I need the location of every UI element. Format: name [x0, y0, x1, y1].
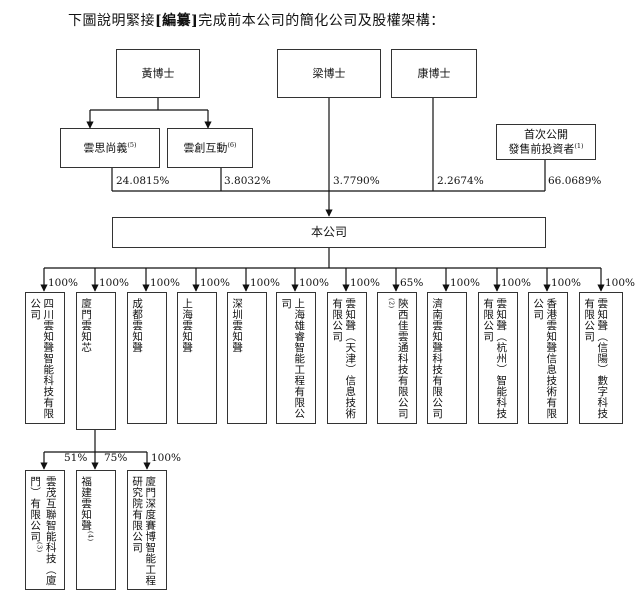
- sub-subsidiary-2-name: 廈門深度賽博智能工程研究院有限公司: [131, 476, 157, 586]
- shareholder-yunsi-name: 雲思尚義: [83, 141, 128, 155]
- shareholder-liang-name: 梁博士: [312, 66, 346, 80]
- subsidiary-box-7: 陝西佳雲通科技有限公司(2): [377, 292, 417, 424]
- sub-subsidiary-1-name: 福建雲知聲: [80, 476, 93, 531]
- company-box: 本公司: [112, 217, 546, 248]
- subsidiary-2-name: 成都雲知聲: [131, 298, 144, 353]
- sub-subsidiary-0-name: 雲茂互聯智能科技（廈門）有限公司: [29, 476, 57, 586]
- shareholder-yunsi-note: (5): [127, 140, 137, 149]
- sub-subsidiary-0-note: (3): [35, 542, 44, 553]
- subsidiary-5-name: 上海雄睿智能工程有限公司: [280, 298, 306, 419]
- shareholder-ipo-box: 首次公開 發售前投資者(1): [496, 124, 596, 160]
- shareholder-huang-box: 黃博士: [116, 49, 200, 98]
- heading-prefix: 下圖說明緊接: [68, 13, 155, 29]
- stake-kang: 2.2674%: [437, 175, 484, 187]
- subsidiary-3-pct: 100%: [200, 277, 231, 289]
- page-heading: 下圖說明緊接[編纂]完成前本公司的簡化公司及股權架構：: [68, 10, 445, 30]
- subsidiary-box-11: 雲知聲（信陽）數字科技有限公司: [579, 292, 623, 424]
- subsidiary-7-name: 陝西佳雲通科技有限公司: [396, 298, 409, 419]
- stake-liang: 3.7790%: [333, 175, 380, 187]
- subsidiary-box-2: 成都雲知聲: [127, 292, 167, 424]
- subsidiary-11-name: 雲知聲（信陽）數字科技有限公司: [583, 298, 609, 419]
- subsidiary-10-name: 香港雲知聲信息技術有限公司: [532, 298, 558, 419]
- sub-subsidiary-box-2: 廈門深度賽博智能工程研究院有限公司: [127, 470, 167, 590]
- subsidiary-10-pct: 100%: [551, 277, 582, 289]
- shareholder-ipo-note: (1): [574, 141, 584, 150]
- subsidiary-1-name: 廈門雲知芯: [80, 298, 93, 353]
- stake-yunsi: 24.0815%: [116, 175, 170, 187]
- shareholder-kang-name: 康博士: [417, 66, 451, 80]
- subsidiary-box-6: 雲知聲（天津）信息技術有限公司: [327, 292, 367, 424]
- stake-ipo: 66.0689%: [548, 175, 602, 187]
- sub-subsidiary-2-pct: 100%: [151, 452, 182, 464]
- subsidiary-6-name: 雲知聲（天津）信息技術有限公司: [331, 298, 357, 419]
- subsidiary-4-pct: 100%: [250, 277, 281, 289]
- sub-subsidiary-0-pct: 51%: [64, 452, 88, 464]
- subsidiary-8-pct: 100%: [450, 277, 481, 289]
- subsidiary-box-1: 廈門雲知芯: [76, 292, 116, 430]
- subsidiary-1-pct: 100%: [99, 277, 130, 289]
- shareholder-yunchuang-name: 雲創互動: [183, 141, 228, 155]
- shareholder-yunchuang-note: (6): [227, 140, 237, 149]
- sub-subsidiary-1-note: (4): [86, 531, 95, 542]
- subsidiary-box-9: 雲知聲（杭州）智能科技有限公司: [478, 292, 518, 424]
- subsidiary-box-4: 深圳雲知聲: [227, 292, 267, 424]
- subsidiary-0-name: 四川雲知聲智能科技有限公司: [29, 298, 55, 419]
- stake-yunchuang: 3.8032%: [224, 175, 271, 187]
- sub-subsidiary-box-0: 雲茂互聯智能科技（廈門）有限公司(3): [25, 470, 65, 590]
- heading-suffix: 完成前本公司的簡化公司及股權架構：: [198, 13, 445, 29]
- subsidiary-box-10: 香港雲知聲信息技術有限公司: [528, 292, 568, 424]
- subsidiary-7-note: (2): [387, 298, 396, 309]
- shareholder-yunchuang-box: 雲創互動(6): [167, 128, 253, 168]
- shareholder-kang-box: 康博士: [391, 49, 477, 98]
- subsidiary-11-pct: 100%: [605, 277, 636, 289]
- shareholder-liang-box: 梁博士: [277, 49, 381, 98]
- subsidiary-box-8: 濟南雲知聲科技有限公司: [427, 292, 467, 424]
- subsidiary-9-pct: 100%: [501, 277, 532, 289]
- shareholder-huang-name: 黃博士: [141, 66, 175, 80]
- heading-bold: [編纂]: [155, 13, 199, 29]
- shareholder-yunsi-box: 雲思尚義(5): [60, 128, 160, 168]
- sub-subsidiary-1-pct: 75%: [104, 452, 128, 464]
- subsidiary-3-name: 上海雲知聲: [181, 298, 194, 353]
- subsidiary-box-3: 上海雲知聲: [177, 292, 217, 424]
- subsidiary-8-name: 濟南雲知聲科技有限公司: [431, 298, 444, 419]
- company-name: 本公司: [310, 225, 347, 239]
- subsidiary-6-pct: 100%: [350, 277, 381, 289]
- shareholder-ipo-line2: 發售前投資者: [508, 142, 575, 156]
- subsidiary-5-pct: 100%: [299, 277, 330, 289]
- subsidiary-7-pct: 65%: [400, 277, 424, 289]
- shareholder-ipo-line1: 首次公開: [524, 127, 568, 141]
- subsidiary-2-pct: 100%: [150, 277, 181, 289]
- sub-subsidiary-box-1: 福建雲知聲(4): [76, 470, 116, 590]
- subsidiary-box-0: 四川雲知聲智能科技有限公司: [25, 292, 65, 424]
- subsidiary-box-5: 上海雄睿智能工程有限公司: [276, 292, 316, 424]
- subsidiary-4-name: 深圳雲知聲: [231, 298, 244, 353]
- subsidiary-0-pct: 100%: [48, 277, 79, 289]
- subsidiary-9-name: 雲知聲（杭州）智能科技有限公司: [482, 298, 508, 419]
